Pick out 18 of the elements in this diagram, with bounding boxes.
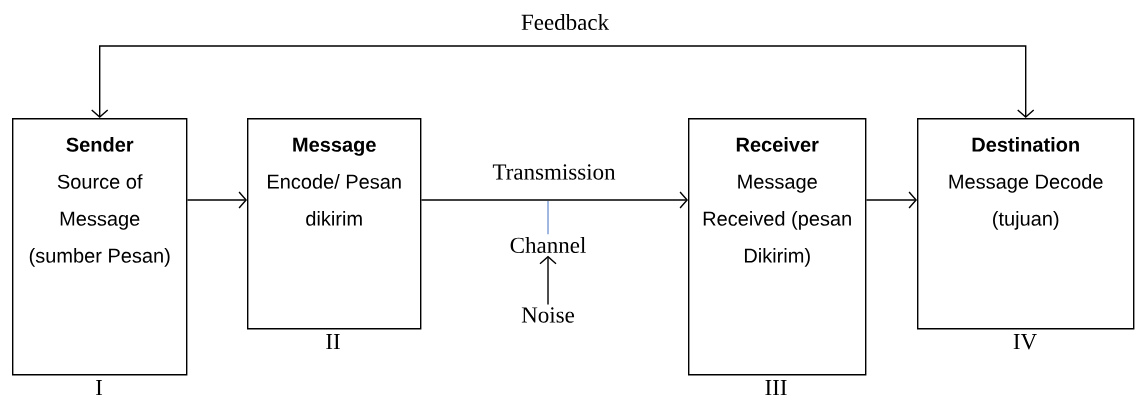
process-box: Receiver Message Received (pesan Dikirim) (688, 118, 867, 376)
box-number: III (765, 380, 787, 396)
arrow (865, 191, 917, 209)
feedback-arrow (91, 45, 1035, 118)
edge-label: Transmission (490, 162, 618, 182)
edge-label: Feedback (518, 11, 612, 33)
process-box: Destination Message Decode (tujuan) (917, 118, 1135, 330)
arrow (420, 191, 688, 209)
text-label: Channel (510, 236, 586, 254)
box-number: II (326, 334, 340, 350)
box-number: I (96, 380, 103, 396)
leader-line (547, 200, 549, 235)
arrow (539, 255, 557, 306)
box-number: IV (1013, 334, 1037, 350)
process-box: Message Encode/ Pesan dikirim (247, 118, 422, 330)
text-label: Noise (521, 307, 575, 323)
process-box: Sender Source of Message (sumber Pesan) (12, 118, 188, 376)
arrow (186, 191, 247, 209)
